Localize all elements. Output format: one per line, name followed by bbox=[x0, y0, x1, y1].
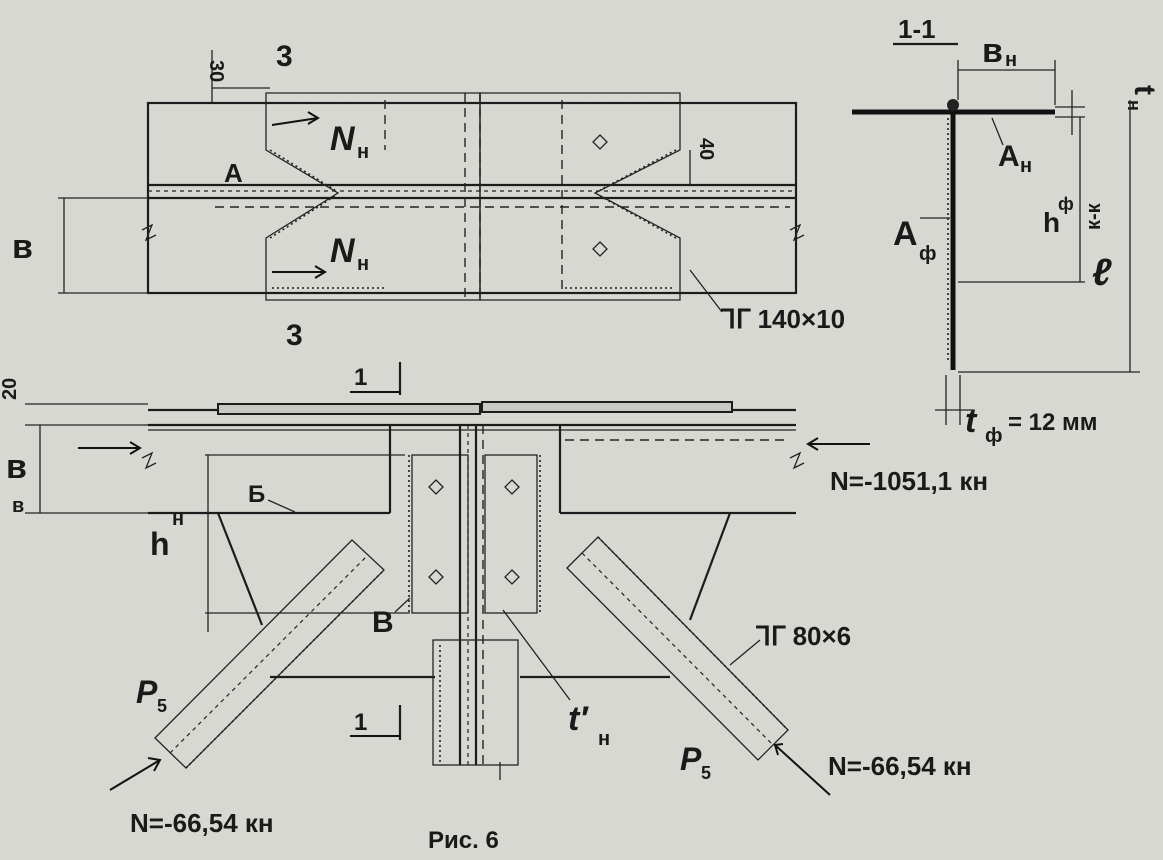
section-bn-sub: н bbox=[1005, 49, 1017, 71]
plan-break-right bbox=[789, 223, 805, 242]
section-tn-sub: н bbox=[1124, 100, 1144, 111]
elev-brace-arrow-right bbox=[774, 744, 831, 796]
elev-cut-bottom-label: 1 bbox=[354, 709, 367, 736]
plan-force-bottom-sub: н bbox=[357, 253, 369, 275]
section-an-sub: н bbox=[1020, 155, 1032, 177]
plan-weld-diag-3 bbox=[599, 149, 677, 191]
elev-p5-left-sub: 5 bbox=[157, 696, 167, 716]
elev-weld-v: В bbox=[372, 606, 394, 639]
plan-dim-40: 40 bbox=[695, 138, 717, 160]
elev-bv: в bbox=[6, 448, 27, 486]
elev-bv-sub: в bbox=[12, 495, 24, 517]
elev-top-plate-left bbox=[217, 403, 481, 415]
section-weld-dot bbox=[947, 99, 959, 111]
plan-force-top: N bbox=[330, 120, 356, 158]
elev-cut-top-label: 1 bbox=[354, 364, 367, 391]
plan-hole-bottom bbox=[592, 241, 608, 257]
elev-hole-3 bbox=[428, 569, 444, 585]
section-tn: t bbox=[1128, 85, 1161, 95]
section-hf: h bbox=[1043, 207, 1060, 238]
plan-force-top-sub: н bbox=[357, 141, 369, 163]
plan-arrowhead-top bbox=[307, 111, 320, 125]
elev-top-plate-right bbox=[481, 401, 733, 413]
elev-chord-force: N=-1051,1 кн bbox=[830, 466, 988, 496]
elev-tn: t′ bbox=[568, 700, 589, 738]
elev-lower-stub bbox=[432, 639, 519, 766]
elev-tn-sub: н bbox=[598, 728, 610, 750]
plan-profile-leader bbox=[689, 269, 723, 313]
elev-arrowhead-left bbox=[129, 441, 142, 455]
plan-break-left bbox=[141, 223, 157, 242]
elevation-view: N=-1051,1 кн bbox=[0, 362, 988, 838]
elev-p5-right-sub: 5 bbox=[701, 763, 711, 783]
elev-weld-v-leader bbox=[394, 597, 411, 613]
elev-weld-b: Б bbox=[248, 481, 265, 508]
elev-brace-arrowhead-right bbox=[773, 743, 784, 756]
elev-p5-left: P bbox=[136, 674, 158, 710]
elev-weld-b-leader bbox=[267, 499, 296, 513]
section-tf-sub: ф bbox=[985, 425, 1003, 447]
section-hf-sub: ф bbox=[1058, 194, 1074, 214]
section-an-leader bbox=[991, 117, 1004, 146]
plan-weld-mark-top: 3 bbox=[276, 40, 293, 73]
plan-arrow-top bbox=[271, 117, 319, 126]
elev-brace-profile: ᒣᒥ 80×6 bbox=[755, 621, 851, 651]
plan-view: 30 40 в 3 3 A N н N н ᒣᒥ 140×10 bbox=[12, 40, 845, 352]
plan-point-a: A bbox=[224, 158, 243, 188]
section-tf: t bbox=[965, 402, 978, 440]
elev-fish-plate-left bbox=[411, 454, 469, 614]
plan-profile-label: ᒣᒥ 140×10 bbox=[720, 304, 845, 334]
plan-width-label: в bbox=[12, 228, 33, 266]
elev-break-right bbox=[789, 451, 805, 470]
elev-gusset-edge-right bbox=[688, 512, 732, 621]
plan-arrowhead-bottom bbox=[314, 265, 327, 279]
elev-arrowhead-right bbox=[806, 437, 819, 451]
elev-brace-right-axis bbox=[581, 552, 774, 746]
elev-brace-left-weld bbox=[185, 569, 385, 769]
plan-force-bottom: N bbox=[330, 232, 356, 270]
elev-brace-force-left: N=-66,54 кн bbox=[130, 808, 274, 838]
elev-tn-leader bbox=[502, 609, 571, 701]
section-view: 1-1 в н t н А н А ф h ф bbox=[852, 14, 1161, 447]
elev-hole-1 bbox=[428, 479, 444, 495]
plan-hole-top bbox=[592, 134, 608, 150]
elev-brace-force-right: N=-66,54 кн bbox=[828, 751, 972, 781]
elev-gusset-edge-left bbox=[216, 512, 264, 626]
section-an: А bbox=[998, 140, 1020, 173]
section-title: 1-1 bbox=[898, 14, 936, 44]
elev-brace-arrowhead-left bbox=[147, 757, 162, 772]
elev-hole-2 bbox=[504, 479, 520, 495]
elev-brace-left-axis bbox=[169, 554, 369, 754]
elev-hn: h bbox=[150, 526, 170, 562]
section-af-sub: ф bbox=[919, 243, 937, 265]
plan-dim-30: 30 bbox=[205, 60, 227, 82]
plan-plate-left bbox=[265, 92, 481, 301]
elev-hn-sub: н bbox=[172, 508, 184, 530]
plan-weld-mark-bottom: 3 bbox=[286, 319, 303, 352]
elev-break-left bbox=[141, 451, 157, 470]
elev-hole-4 bbox=[504, 569, 520, 585]
figure-caption: Рис. 6 bbox=[428, 827, 499, 854]
section-af: А bbox=[893, 215, 918, 253]
section-bn: в bbox=[982, 32, 1003, 70]
elev-fish-plate-right bbox=[484, 454, 538, 614]
elev-brace-right-weld bbox=[597, 536, 789, 731]
section-lkk-sub: к-к bbox=[1083, 202, 1105, 230]
elev-dim-20: 20 bbox=[0, 378, 21, 400]
elev-brace-arrow-left bbox=[109, 759, 161, 791]
elev-p5-right: P bbox=[680, 741, 702, 777]
elev-brace-profile-leader bbox=[729, 639, 761, 666]
section-lkk: ℓ bbox=[1092, 252, 1112, 294]
plan-weld-diag-2 bbox=[269, 195, 336, 239]
section-tf-value: = 12 мм bbox=[1008, 409, 1098, 436]
plan-plate-right bbox=[479, 92, 681, 301]
